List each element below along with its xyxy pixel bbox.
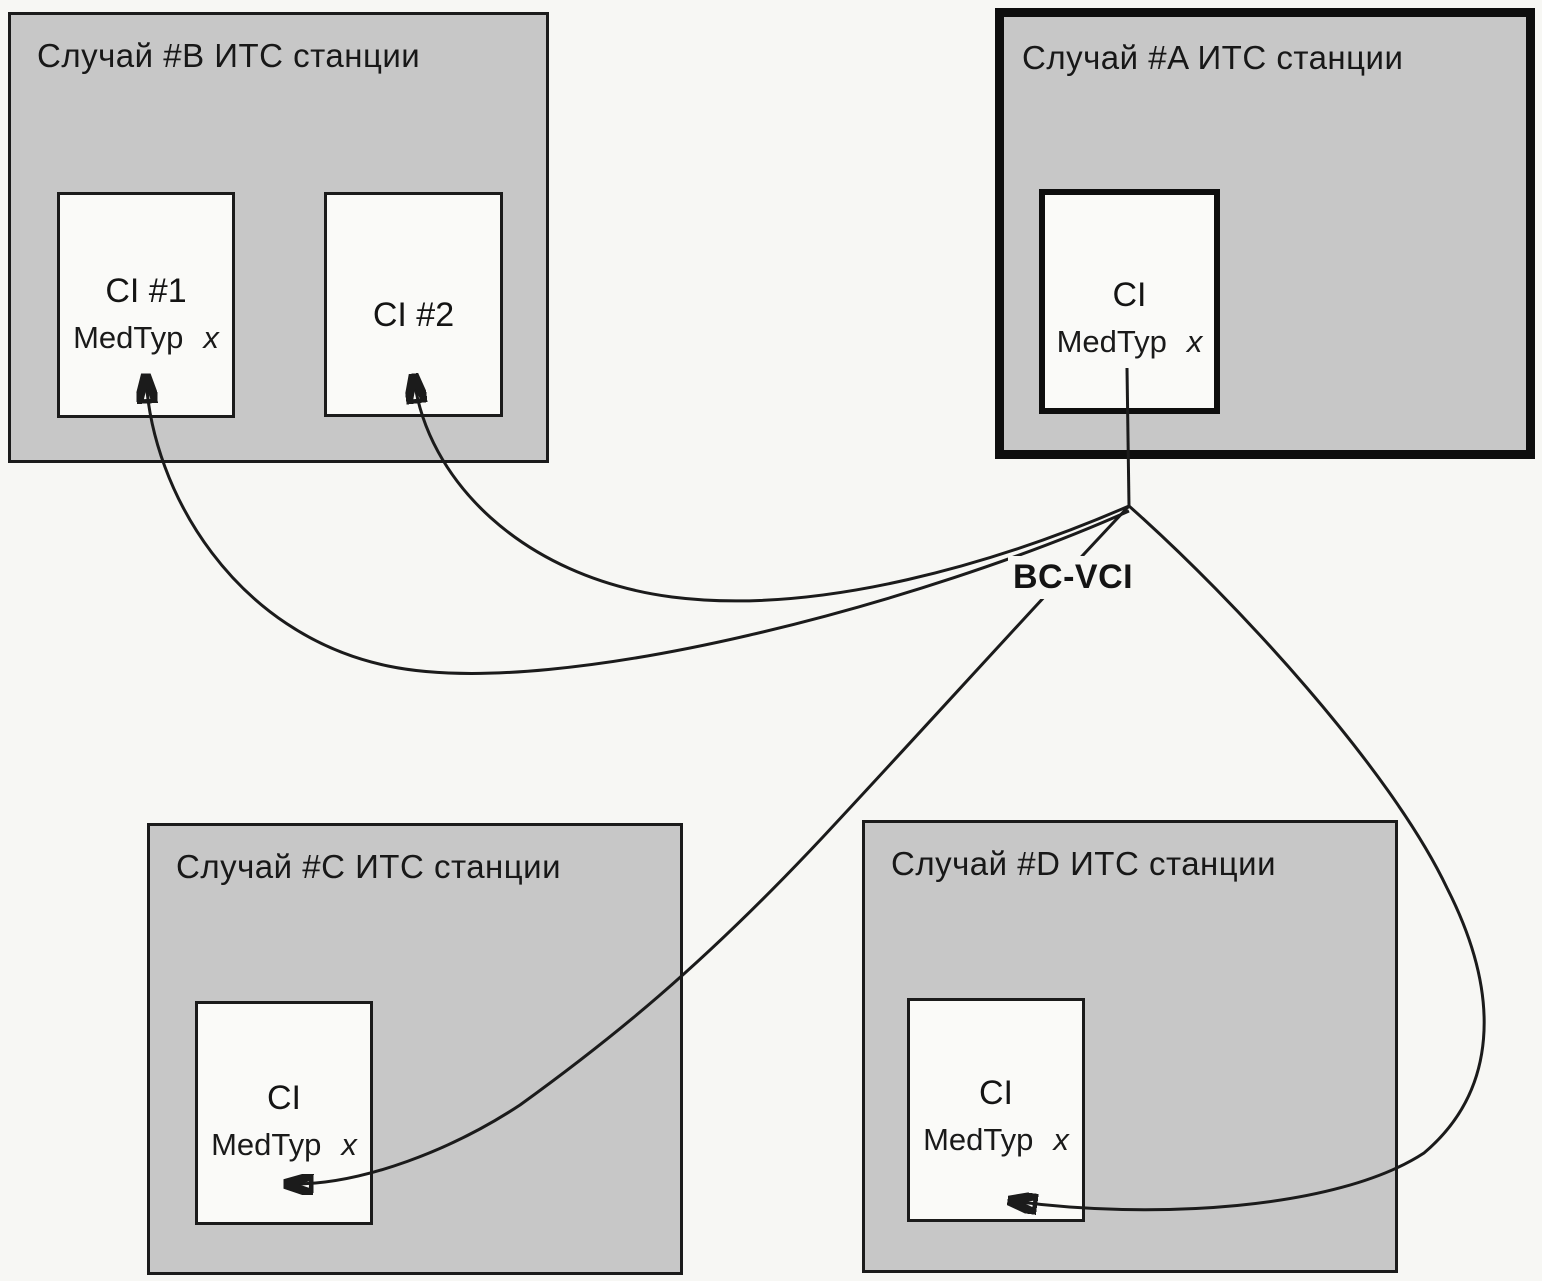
medtyp-label: MedTyp: [1056, 324, 1167, 359]
medtyp-label: MedTyp: [923, 1122, 1034, 1157]
ci-node-b2-content: CI #2: [327, 295, 500, 335]
station-title-c: Случай #C ИТС станции: [176, 848, 562, 885]
ci-node-b2: CI #2: [324, 192, 503, 417]
medtyp-param: x: [203, 320, 219, 355]
ci-label: CI #1: [105, 272, 187, 310]
ci-label: CI: [1112, 276, 1147, 314]
medtyp-param: x: [341, 1127, 357, 1162]
ci-label: CI #2: [372, 296, 455, 334]
medtyp-param: x: [1053, 1122, 1069, 1157]
station-title-d: Случай #D ИТС станции: [891, 845, 1277, 882]
medtyp-label: MedTyp: [73, 320, 184, 355]
medtyp-param: x: [1186, 324, 1203, 359]
hub-label: BC-VCI: [1008, 556, 1139, 599]
station-title-b: Случай #B ИТС станции: [37, 37, 421, 74]
ci-label: CI: [979, 1074, 1013, 1112]
station-title-a: Случай #A ИТС станции: [1022, 39, 1404, 76]
ci-label: CI: [267, 1079, 301, 1117]
medtyp-label: MedTyp: [211, 1127, 322, 1162]
